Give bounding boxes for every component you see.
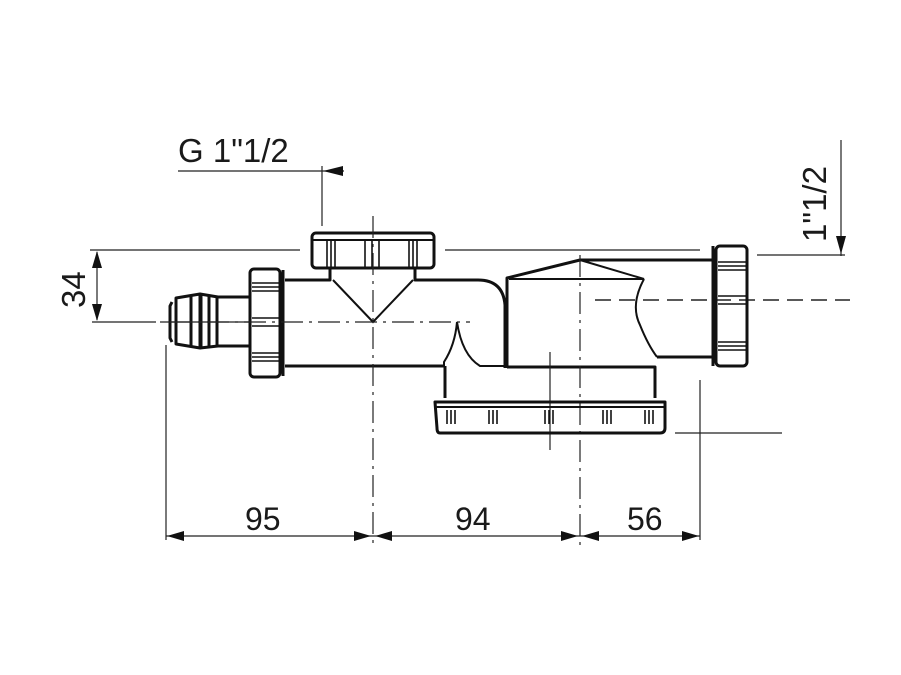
dimension-94: 94	[455, 501, 491, 537]
arrow-icon	[354, 531, 371, 541]
arrow-icon	[92, 251, 102, 268]
top-thread-callout: G 1"1/2	[178, 132, 344, 226]
right-thread-label: 1"1/2	[796, 166, 833, 242]
height-dimension: 34	[55, 249, 300, 323]
arrow-icon	[682, 531, 699, 541]
base-ring	[433, 400, 667, 435]
arrow-icon	[323, 166, 343, 176]
arrow-icon	[92, 304, 102, 321]
dimension-95: 95	[245, 501, 281, 537]
right-thread-callout: 1"1/2	[757, 140, 846, 256]
hose-barb	[160, 292, 250, 540]
dimension-56: 56	[627, 501, 663, 537]
arrow-icon	[167, 531, 184, 541]
arrow-icon	[836, 236, 846, 254]
main-pipe	[170, 268, 507, 368]
right-nut	[711, 244, 749, 368]
horizontal-dimensions: 95 94 56	[166, 501, 700, 541]
left-nut	[248, 267, 285, 379]
top-thread-label: G 1"1/2	[178, 132, 289, 169]
height-label: 34	[55, 271, 92, 308]
arrow-icon	[561, 531, 578, 541]
arrow-icon	[375, 531, 392, 541]
arrow-icon	[582, 531, 599, 541]
